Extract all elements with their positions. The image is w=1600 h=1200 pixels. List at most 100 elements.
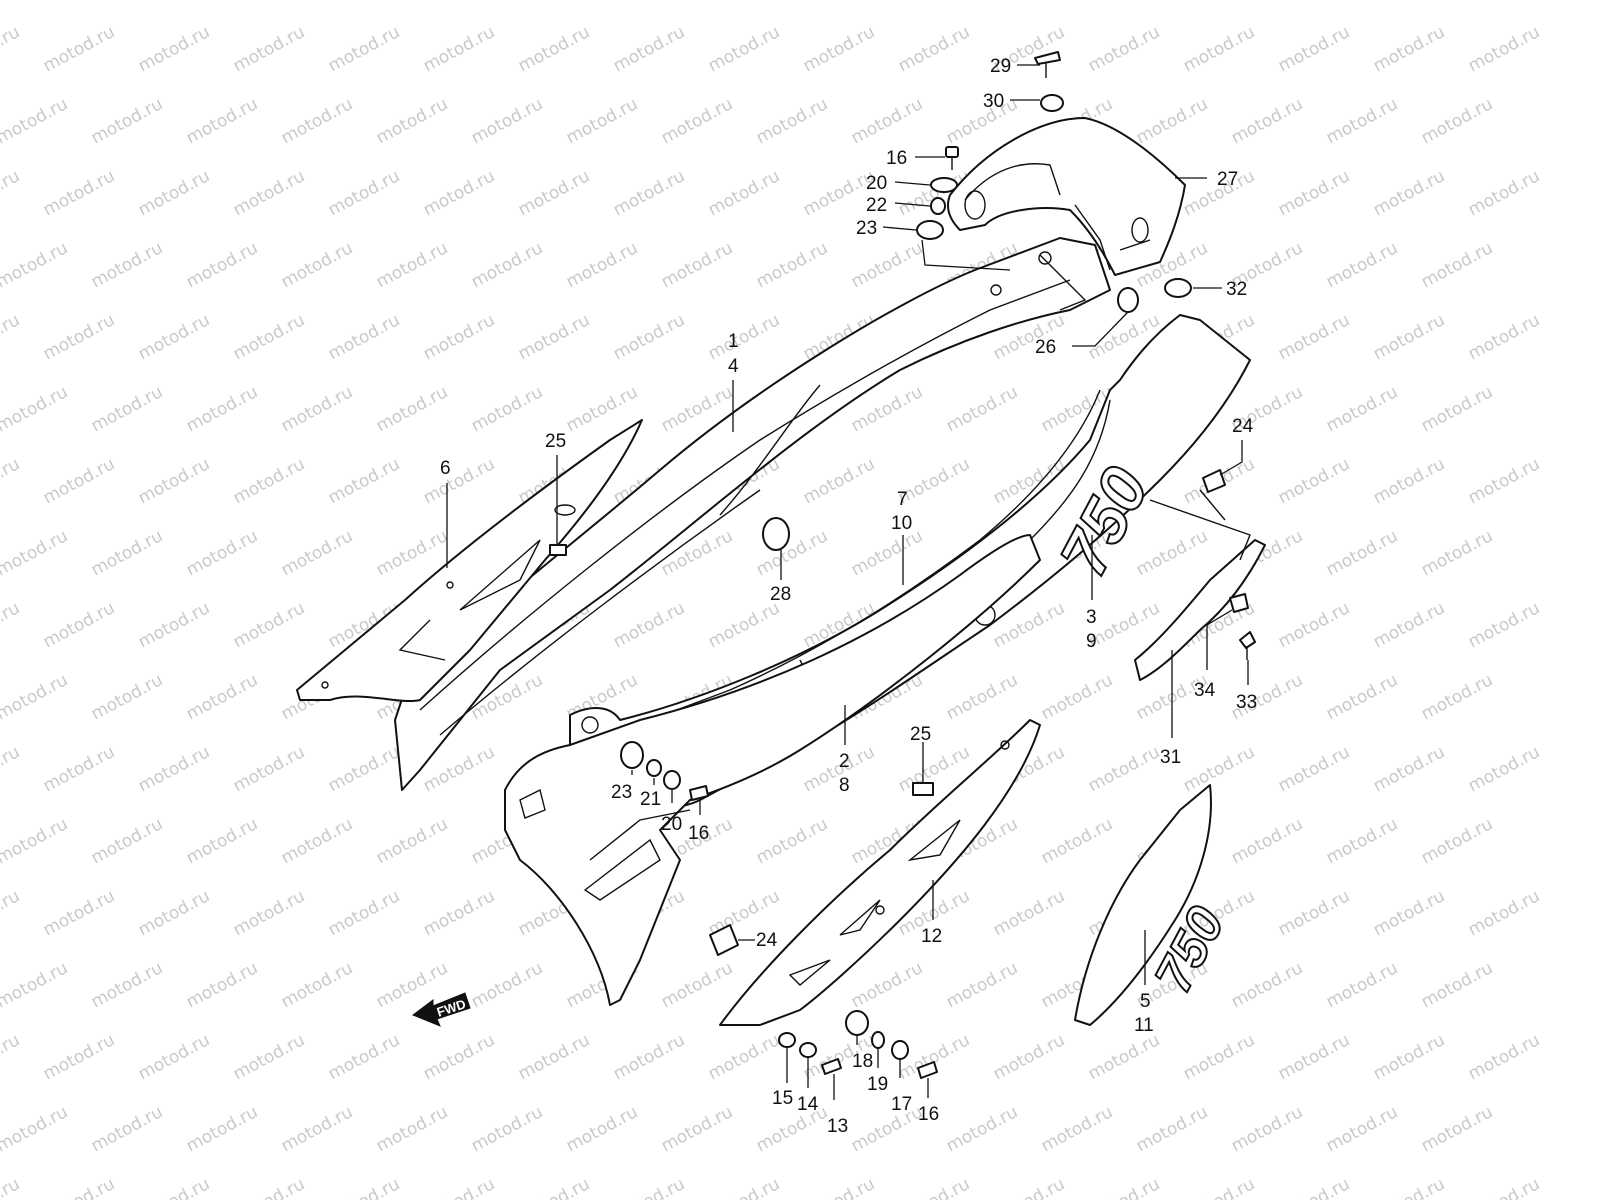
watermark-text: motod.ru: [40, 886, 118, 940]
watermark-text: motod.ru: [230, 1174, 308, 1200]
watermark-text: motod.ru: [1180, 22, 1258, 76]
callout-34: 34: [1194, 680, 1216, 701]
watermark-text: motod.ru: [88, 814, 166, 868]
watermark-text: motod.ru: [230, 598, 308, 652]
watermark-text: motod.ru: [658, 238, 736, 292]
watermark-text: motod.ru: [1323, 94, 1401, 148]
watermark-text: motod.ru: [515, 310, 593, 364]
watermark-text: motod.ru: [800, 22, 878, 76]
watermark-text: motod.ru: [420, 454, 498, 508]
watermark-text: motod.ru: [0, 958, 71, 1012]
watermark-text: motod.ru: [88, 94, 166, 148]
watermark-text: motod.ru: [183, 0, 261, 4]
watermark-text: motod.ru: [990, 1030, 1068, 1084]
callout-20: 20: [661, 814, 682, 835]
watermark-text: motod.ru: [420, 1174, 498, 1200]
watermark-text: motod.ru: [563, 94, 641, 148]
watermark-text: motod.ru: [135, 454, 213, 508]
watermark-text: motod.ru: [1418, 814, 1496, 868]
watermark-text: motod.ru: [610, 1174, 688, 1200]
watermark-text: motod.ru: [1323, 670, 1401, 724]
watermark-text: motod.ru: [373, 94, 451, 148]
watermark-text: motod.ru: [563, 1102, 641, 1156]
watermark-text: motod.ru: [658, 958, 736, 1012]
watermark-text: motod.ru: [135, 886, 213, 940]
watermark-text: motod.ru: [0, 0, 71, 4]
watermark-text: motod.ru: [373, 382, 451, 436]
watermark-text: motod.ru: [1228, 814, 1306, 868]
watermark-text: motod.ru: [0, 166, 23, 220]
watermark-text: motod.ru: [1275, 598, 1353, 652]
watermark-text: motod.ru: [1228, 1102, 1306, 1156]
watermark-text: motod.ru: [1418, 1102, 1496, 1156]
watermark-text: motod.ru: [40, 310, 118, 364]
watermark-text: motod.ru: [183, 670, 261, 724]
callout-29: 29: [990, 56, 1011, 77]
callout-28: 28: [770, 584, 791, 605]
watermark-text: motod.ru: [753, 814, 831, 868]
callout-2: 2: [839, 751, 850, 772]
watermark-text: motod.ru: [1465, 886, 1543, 940]
watermark-text: motod.ru: [468, 1102, 546, 1156]
callout-22: 22: [866, 195, 887, 216]
watermark-text: motod.ru: [0, 382, 71, 436]
watermark-text: motod.ru: [895, 1030, 973, 1084]
watermark-text: motod.ru: [563, 0, 641, 4]
watermark-text: motod.ru: [515, 166, 593, 220]
watermark-text: motod.ru: [420, 22, 498, 76]
watermark-text: motod.ru: [88, 958, 166, 1012]
watermark-text: motod.ru: [468, 382, 546, 436]
callout-16: 16: [918, 1104, 939, 1125]
watermark-text: motod.ru: [0, 598, 23, 652]
watermark-text: motod.ru: [848, 238, 926, 292]
watermark-text: motod.ru: [1133, 0, 1211, 4]
callout-14: 14: [797, 1094, 819, 1115]
watermark-text: motod.ru: [325, 1174, 403, 1200]
watermark-text: motod.ru: [278, 238, 356, 292]
callout-23: 23: [856, 218, 877, 239]
watermark-text: motod.ru: [325, 742, 403, 796]
watermark-text: motod.ru: [0, 814, 71, 868]
watermark-text: motod.ru: [420, 310, 498, 364]
watermark-text: motod.ru: [1323, 1102, 1401, 1156]
watermark-text: motod.ru: [325, 1030, 403, 1084]
callout-20: 20: [866, 173, 887, 194]
callout-6: 6: [440, 458, 451, 479]
watermark-text: motod.ru: [88, 0, 166, 4]
watermark-text: motod.ru: [515, 22, 593, 76]
watermark-text: motod.ru: [1370, 454, 1448, 508]
watermark-text: motod.ru: [1275, 22, 1353, 76]
watermark-text: motod.ru: [40, 454, 118, 508]
callout-32: 32: [1226, 279, 1247, 300]
callout-5: 5: [1140, 991, 1151, 1012]
watermark-text: motod.ru: [1085, 742, 1163, 796]
watermark-text: motod.ru: [278, 526, 356, 580]
watermark-text: motod.ru: [325, 310, 403, 364]
forward-arrow-icon: [411, 992, 471, 1027]
watermark-text: motod.ru: [373, 0, 451, 4]
watermark-text: motod.ru: [1038, 0, 1116, 4]
watermark-text: motod.ru: [1038, 1102, 1116, 1156]
rear-bracket: [1134, 489, 1266, 681]
watermark-text: motod.ru: [1465, 166, 1543, 220]
watermark-text: motod.ru: [1465, 454, 1543, 508]
watermark-text: motod.ru: [1465, 22, 1543, 76]
watermark-text: motod.ru: [40, 166, 118, 220]
watermark-text: motod.ru: [1465, 1174, 1543, 1200]
watermark-text: motod.ru: [183, 382, 261, 436]
watermark-text: motod.ru: [658, 1102, 736, 1156]
watermark-text: motod.ru: [183, 526, 261, 580]
callout-27: 27: [1217, 169, 1238, 190]
watermark-text: motod.ru: [610, 22, 688, 76]
watermark-text: motod.ru: [278, 1102, 356, 1156]
watermark-text: motod.ru: [0, 670, 71, 724]
watermark-text: motod.ru: [183, 1102, 261, 1156]
watermark-text: motod.ru: [468, 958, 546, 1012]
watermark-text: motod.ru: [1465, 598, 1543, 652]
watermark-text: motod.ru: [420, 166, 498, 220]
watermark-text: motod.ru: [1370, 166, 1448, 220]
watermark-text: motod.ru: [278, 94, 356, 148]
watermark-text: motod.ru: [705, 1174, 783, 1200]
watermark-text: motod.ru: [183, 238, 261, 292]
watermark-text: motod.ru: [325, 166, 403, 220]
